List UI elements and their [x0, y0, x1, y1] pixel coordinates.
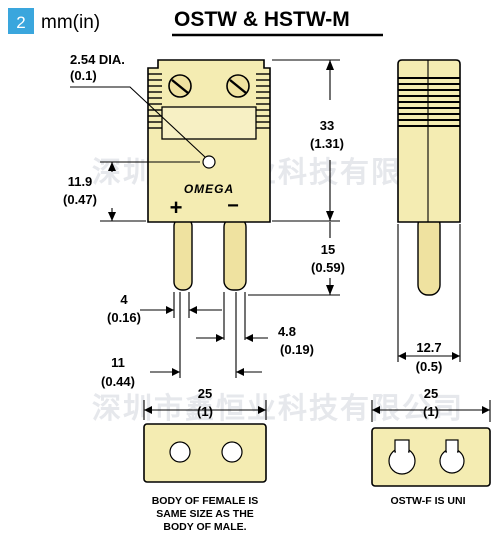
dim-hole-dia-leader: [70, 86, 206, 158]
dim-pin-gap: 4.8 (0.19): [196, 324, 314, 357]
pin-extension-lines: [173, 292, 246, 378]
dim-pin-width-value: 4: [120, 292, 128, 307]
plus-symbol: +: [170, 195, 183, 220]
dim-side-width-value: 12.7: [416, 340, 441, 355]
dim-female-width-inch: (1): [197, 404, 213, 419]
dim-uni-width: 25 (1): [371, 386, 491, 422]
dim-pin-length: 15 (0.59): [248, 222, 345, 296]
minus-symbol: −: [227, 195, 239, 217]
dim-hole-dia-inch: (0.1): [70, 68, 97, 83]
dim-pin-width-inch: (0.16): [107, 310, 141, 325]
dim-female-width: 25 (1): [143, 386, 267, 420]
front-hole: [202, 155, 216, 169]
side-ribs: [398, 77, 460, 127]
uni-slot-left: [388, 439, 416, 475]
screw-left-slot: [171, 79, 189, 94]
uni-slot-right: [439, 439, 465, 474]
dim-pin-spacing-value: 11: [111, 355, 125, 370]
front-view: OMEGA + −: [147, 59, 271, 291]
dim-side-width: 12.7 (0.5): [397, 224, 461, 374]
dim-body-height-inch: (1.31): [310, 136, 344, 151]
front-window: [161, 106, 257, 140]
uni-note: OSTW-F IS UNI: [390, 495, 465, 507]
dim-hole-dia: 2.54 DIA. (0.1): [70, 52, 206, 158]
dim-female-width-value: 25: [198, 386, 212, 401]
dim-body-height-value: 33: [320, 118, 334, 133]
watermark-bottom: 深圳市鑫恒业科技有限公司: [92, 391, 464, 425]
dim-pin-spacing: 11 (0.44): [101, 355, 262, 389]
page-title: OSTW & HSTW-M: [174, 8, 350, 31]
dim-body-height: 33 (1.31): [272, 59, 344, 222]
dim-hole-height: 11.9 (0.47): [63, 161, 200, 222]
screw-right-slot: [229, 79, 247, 94]
female-face-view: [143, 423, 267, 483]
front-pin-left: [173, 217, 193, 291]
female-face-body: [143, 423, 267, 483]
dim-pin-length-value: 15: [321, 242, 335, 257]
dim-pin-length-inch: (0.59): [311, 260, 345, 275]
female-hole-right: [221, 441, 243, 463]
dim-pin-spacing-inch: (0.44): [101, 374, 135, 389]
dim-hole-height-inch: (0.47): [63, 192, 97, 207]
dim-uni-width-inch: (1): [423, 404, 439, 419]
dim-hole-height-value: 11.9: [68, 174, 93, 189]
side-body: [397, 59, 461, 223]
side-pin: [417, 214, 441, 296]
omega-logo: OMEGA: [184, 182, 234, 196]
female-note-line3: BODY OF MALE.: [163, 521, 246, 533]
female-note-line1: BODY OF FEMALE IS: [152, 495, 259, 507]
front-pin-right: [223, 217, 247, 291]
female-note-line2: SAME SIZE AS THE: [156, 508, 254, 520]
uni-face-view: [371, 427, 491, 487]
dim-hole-dia-value: 2.54 DIA.: [70, 52, 125, 67]
dim-side-width-inch: (0.5): [416, 359, 443, 374]
dim-uni-width-value: 25: [424, 386, 438, 401]
dim-pin-width: 4 (0.16): [107, 292, 222, 325]
front-body: [147, 59, 271, 223]
dim-pin-gap-inch: (0.19): [280, 342, 314, 357]
dim-pin-gap-value: 4.8: [278, 324, 296, 339]
step-badge-number: 2: [16, 13, 25, 32]
step-badge: [8, 8, 34, 34]
side-view: [397, 59, 461, 296]
female-hole-left: [169, 441, 191, 463]
unit-label: mm(in): [41, 12, 100, 33]
